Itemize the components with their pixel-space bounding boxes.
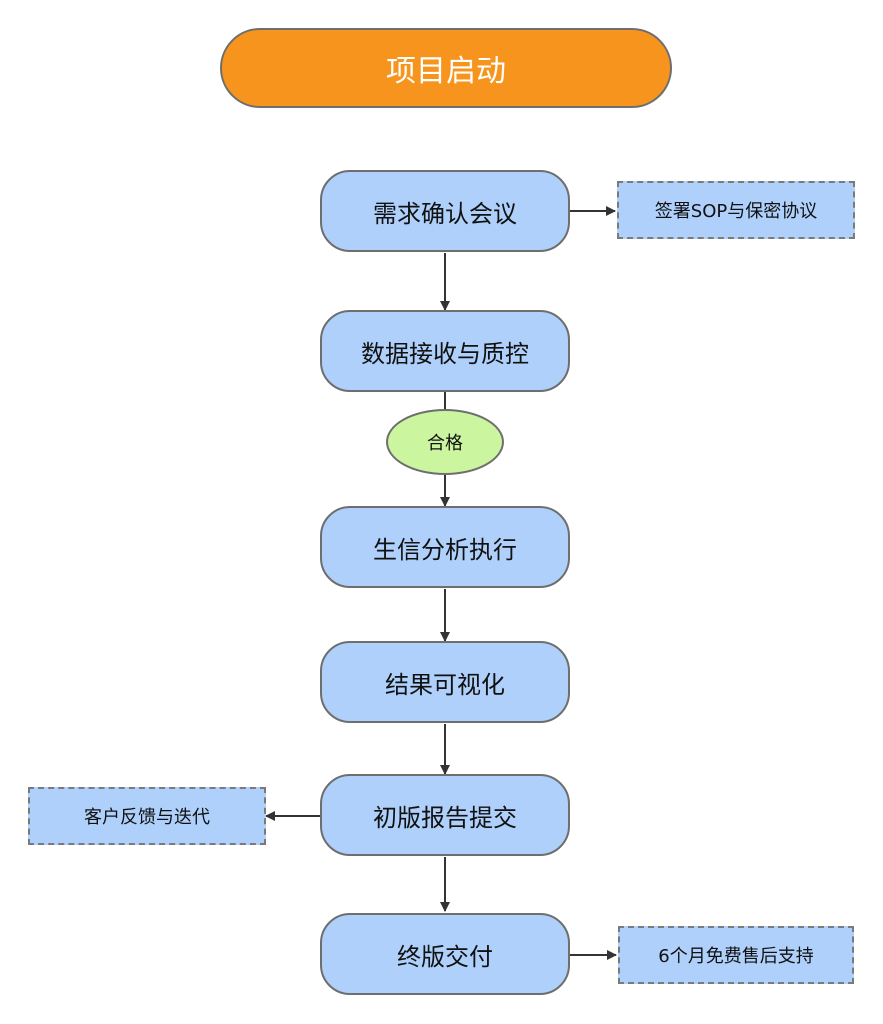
customer-feedback-note: 客户反馈与迭代	[28, 787, 266, 845]
qualified-decision-node: 合格	[386, 409, 504, 475]
project-start-label: 项目启动	[386, 54, 506, 89]
draft-report-label: 初版报告提交	[373, 803, 517, 832]
visualization-label: 结果可视化	[385, 670, 505, 699]
after-sales-support-note: 6个月免费售后支持	[618, 926, 854, 984]
data-reception-qc-node: 数据接收与质控	[320, 310, 570, 392]
visualization-node: 结果可视化	[320, 641, 570, 723]
bioinformatics-analysis-node: 生信分析执行	[320, 506, 570, 588]
requirements-meeting-node: 需求确认会议	[320, 170, 570, 252]
draft-report-node: 初版报告提交	[320, 774, 570, 856]
customer-feedback-label: 客户反馈与迭代	[84, 807, 210, 828]
final-delivery-label: 终版交付	[397, 942, 493, 971]
project-start-node: 项目启动	[220, 28, 672, 108]
after-sales-support-label: 6个月免费售后支持	[658, 946, 814, 967]
qualified-decision-label: 合格	[427, 433, 463, 454]
bioinformatics-analysis-label: 生信分析执行	[373, 535, 517, 564]
final-delivery-node: 终版交付	[320, 913, 570, 995]
data-reception-qc-label: 数据接收与质控	[361, 339, 529, 368]
sign-sop-label: 签署SOP与保密协议	[654, 201, 818, 222]
requirements-meeting-label: 需求确认会议	[373, 199, 517, 228]
sign-sop-note: 签署SOP与保密协议	[617, 181, 855, 239]
